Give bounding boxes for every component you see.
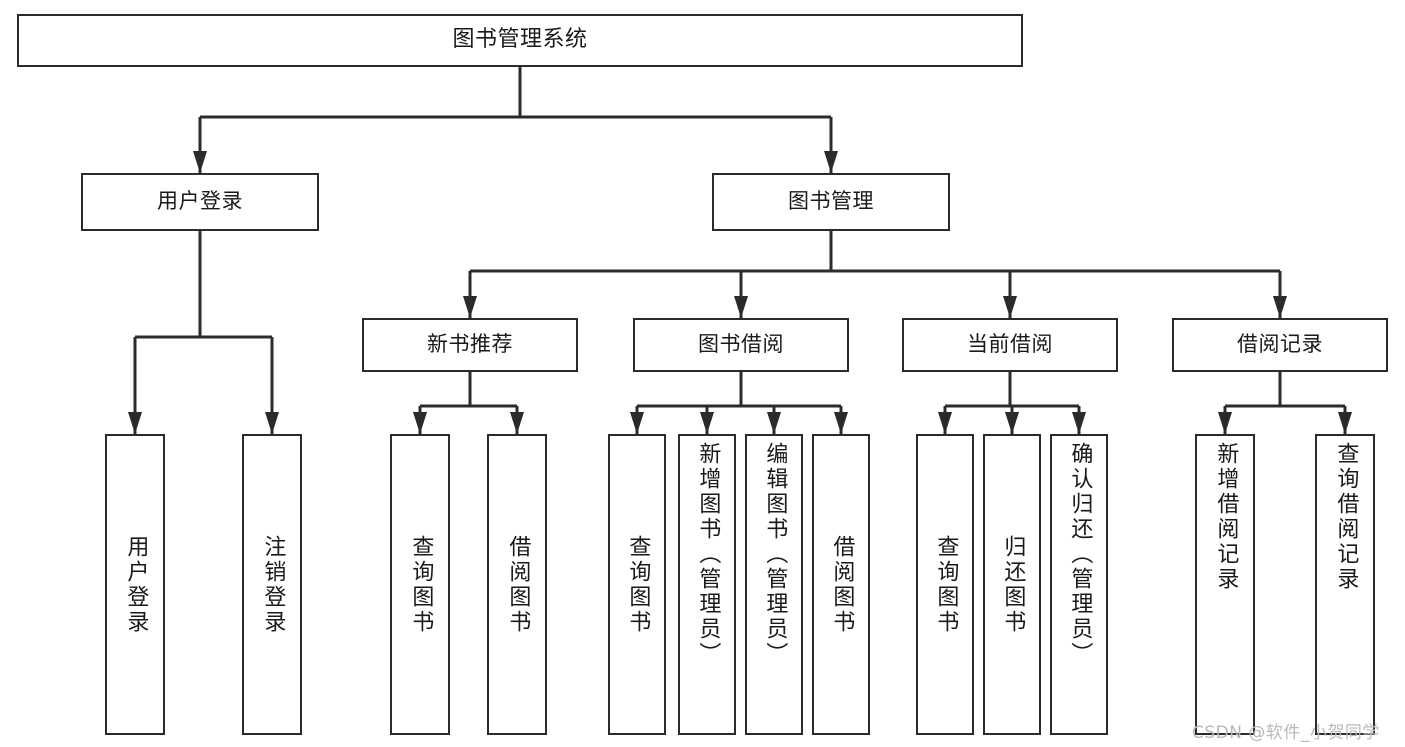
node-book-manage[interactable]: 图书管理 — [712, 173, 950, 231]
conn-book-borrow-arrowhead-1 — [700, 412, 714, 434]
node-leaf-logout[interactable]: 注销登录 — [242, 434, 302, 735]
node-user-login[interactable]: 用户登录 — [81, 173, 319, 231]
node-label: 借阅图书 — [829, 534, 855, 635]
node-label: 当前借阅 — [967, 332, 1053, 357]
conn-new-book-rec-arrowhead-0 — [413, 412, 427, 434]
conn-book-borrow-arrowhead-2 — [767, 412, 781, 434]
node-leaf-borrow-book-2[interactable]: 借阅图书 — [812, 434, 870, 735]
node-current-borrow[interactable]: 当前借阅 — [902, 318, 1118, 372]
watermark-label: CSDN @软件_小贺同学 — [1192, 723, 1380, 743]
node-label: 查询借阅记录 — [1333, 442, 1359, 592]
node-borrow-record[interactable]: 借阅记录 — [1172, 318, 1388, 372]
conn-borrow-record-arrowhead-0 — [1218, 412, 1232, 434]
node-leaf-query-book-3[interactable]: 查询图书 — [916, 434, 974, 735]
node-label: 新书推荐 — [427, 332, 513, 357]
conn-book-manage-arrowhead-2 — [1003, 296, 1017, 318]
node-leaf-user-login[interactable]: 用户登录 — [105, 434, 165, 735]
node-label: 新增图书（管理员） — [695, 442, 721, 667]
conn-borrow-record-arrowhead-1 — [1338, 412, 1352, 434]
node-leaf-borrow-book-1[interactable]: 借阅图书 — [487, 434, 547, 735]
conn-book-manage-arrowhead-3 — [1273, 296, 1287, 318]
node-label: 用户登录 — [157, 189, 243, 214]
node-label: 新增借阅记录 — [1213, 442, 1239, 592]
node-label: 借阅图书 — [505, 534, 531, 635]
node-label: 归还图书 — [1000, 534, 1026, 635]
node-label: 借阅记录 — [1237, 332, 1323, 357]
node-leaf-query-record[interactable]: 查询借阅记录 — [1315, 434, 1375, 735]
conn-book-borrow-arrowhead-3 — [834, 412, 848, 434]
conn-root-arrowhead-0 — [193, 151, 207, 173]
node-leaf-edit-book[interactable]: 编辑图书（管理员） — [745, 434, 803, 735]
conn-current-borrow-arrowhead-1 — [1005, 412, 1019, 434]
node-label: 查询图书 — [408, 534, 434, 635]
node-book-borrow[interactable]: 图书借阅 — [633, 318, 849, 372]
conn-current-borrow-arrowhead-2 — [1072, 412, 1086, 434]
conn-book-manage-arrowhead-0 — [463, 296, 477, 318]
conn-book-borrow-arrowhead-0 — [630, 412, 644, 434]
node-label: 编辑图书（管理员） — [762, 442, 788, 667]
node-label: 图书借阅 — [698, 332, 784, 357]
conn-root-arrowhead-1 — [824, 151, 838, 173]
node-label: 查询图书 — [625, 534, 651, 635]
node-leaf-return-book[interactable]: 归还图书 — [983, 434, 1041, 735]
node-root[interactable]: 图书管理系统 — [17, 14, 1023, 67]
conn-new-book-rec-arrowhead-1 — [510, 412, 524, 434]
node-leaf-query-book-1[interactable]: 查询图书 — [390, 434, 450, 735]
node-new-book-rec[interactable]: 新书推荐 — [362, 318, 578, 372]
node-label: 用户登录 — [123, 534, 149, 635]
node-label: 图书管理 — [788, 189, 874, 214]
conn-user-login-arrowhead-0 — [128, 412, 142, 434]
node-leaf-confirm-return[interactable]: 确认归还（管理员） — [1050, 434, 1108, 735]
node-label: 图书管理系统 — [452, 27, 588, 53]
node-leaf-query-book-2[interactable]: 查询图书 — [608, 434, 666, 735]
conn-book-manage-arrowhead-1 — [734, 296, 748, 318]
node-label: 注销登录 — [260, 534, 286, 635]
node-label: 确认归还（管理员） — [1067, 442, 1093, 667]
node-leaf-add-book[interactable]: 新增图书（管理员） — [678, 434, 736, 735]
conn-current-borrow-arrowhead-0 — [938, 412, 952, 434]
conn-user-login-arrowhead-1 — [265, 412, 279, 434]
node-label: 查询图书 — [933, 534, 959, 635]
node-leaf-add-record[interactable]: 新增借阅记录 — [1195, 434, 1255, 735]
